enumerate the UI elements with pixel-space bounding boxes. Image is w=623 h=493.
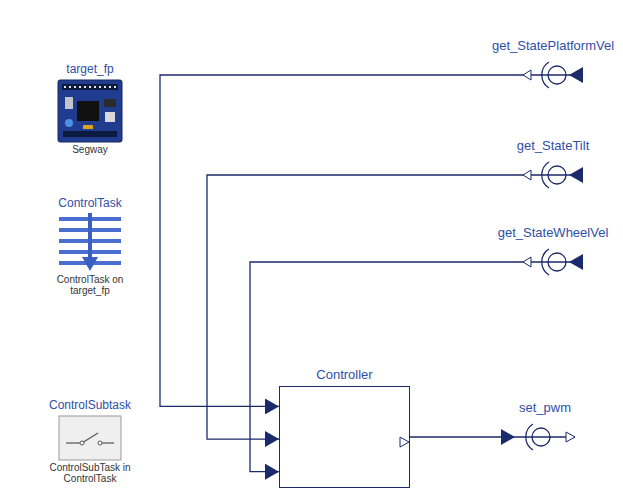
- block-name: target_fp: [35, 62, 145, 77]
- port-name: get_StatePlatformVel: [492, 38, 614, 54]
- inport-block: get_StateTilt: [523, 158, 583, 192]
- port-name: get_StateTilt: [517, 138, 590, 154]
- subsystem-block: Controller: [279, 386, 410, 488]
- inport-symbol: [523, 158, 583, 192]
- icon-holder: [35, 415, 145, 461]
- block-name: Controller: [316, 367, 372, 383]
- output-port-mark: [280, 387, 411, 489]
- signal-line: [410, 436, 515, 437]
- block-caption: ControlSubTask in ControlTask: [48, 462, 132, 484]
- inport-symbol: [523, 58, 583, 92]
- outport-symbol: [515, 420, 575, 454]
- icon-holder: [35, 79, 145, 143]
- block-name: ControlSubtask: [35, 398, 145, 413]
- task-block: ControlTaskControlTask on target_fp: [35, 196, 145, 296]
- block-name: ControlTask: [35, 196, 145, 211]
- signal-line: [160, 75, 523, 406]
- subtask-block: ControlSubtaskControlSubTask in ControlT…: [35, 398, 145, 484]
- icon-holder: [35, 213, 145, 273]
- block-caption: ControlTask on target_fp: [48, 274, 132, 296]
- port-name: set_pwm: [519, 400, 571, 416]
- subtask-icon: [58, 415, 122, 461]
- board-icon: [57, 79, 123, 143]
- block-caption: Segway: [48, 144, 132, 155]
- task-icon: [57, 213, 123, 273]
- outport-block: set_pwm: [515, 420, 575, 454]
- port-name: get_StateWheelVel: [498, 225, 609, 241]
- inport-block: get_StatePlatformVel: [523, 58, 583, 92]
- inport-symbol: [523, 245, 583, 279]
- target-block: target_fpSegway: [35, 62, 145, 155]
- inport-block: get_StateWheelVel: [523, 245, 583, 279]
